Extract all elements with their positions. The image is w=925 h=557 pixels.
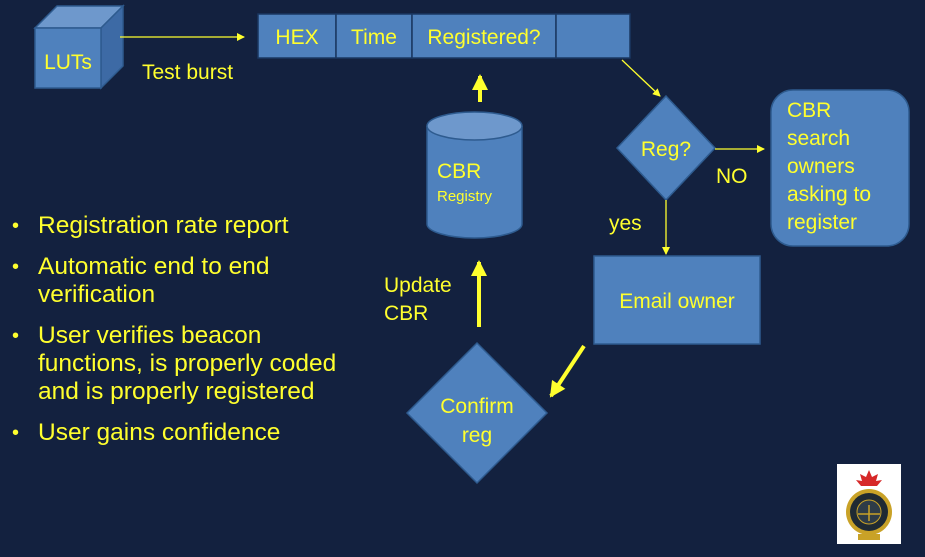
canadian-sar-crest-icon — [837, 464, 901, 544]
search-box-line-5: register — [787, 211, 857, 234]
record-field-empty — [555, 13, 631, 59]
search-box-line-1: CBR — [787, 99, 831, 122]
test-burst-label: Test burst — [142, 61, 233, 84]
list-item: • User verifies beacon functions, is prop… — [12, 322, 342, 406]
decision-label: Reg? — [641, 138, 691, 161]
update-line-2: CBR — [384, 302, 428, 325]
confirm-reg-diamond: Confirm reg — [405, 341, 549, 485]
registry-title: CBR — [437, 160, 481, 183]
bullet-text: User gains confidence — [38, 419, 281, 446]
confirm-line-1: Confirm — [440, 395, 514, 418]
bullet-text: Automatic end to end verification — [38, 253, 270, 308]
reg-decision-diamond: Reg? — [615, 94, 717, 202]
bullet-dot: • — [12, 215, 20, 237]
confirm-line-2: reg — [462, 424, 492, 447]
list-item: • Registration rate report — [12, 212, 342, 240]
search-box-line-2: search — [787, 127, 850, 150]
email-owner-box: Email owner — [593, 255, 761, 345]
list-item: • User gains confidence — [12, 419, 342, 447]
no-label: NO — [716, 165, 748, 188]
registry-subtitle: Registry — [437, 188, 493, 205]
cbr-registry-cylinder: CBR Registry — [426, 111, 523, 239]
yes-label: yes — [609, 212, 642, 235]
update-line-1: Update — [384, 274, 452, 297]
bullet-dot: • — [12, 422, 20, 444]
record-hex-label: HEX — [275, 26, 318, 49]
list-item: • Automatic end to end verification — [12, 253, 342, 309]
bullet-dot: • — [12, 325, 20, 347]
luts-label: LUTs — [44, 51, 92, 74]
email-to-confirm-arrow — [549, 344, 586, 398]
record-registered-label: Registered? — [427, 26, 540, 49]
bullet-dot: • — [12, 256, 20, 278]
record-to-decision-arrow — [621, 59, 661, 97]
luts-cube: LUTs — [33, 4, 125, 90]
bullet-text: User verifies beacon functions, is prope… — [38, 322, 337, 405]
record-bar: HEX Time Registered? — [257, 13, 631, 59]
bullet-list: • Registration rate report • Automatic end… — [12, 212, 342, 460]
record-field-registered — [411, 13, 557, 59]
search-box-line-4: asking to — [787, 183, 871, 206]
email-label: Email owner — [619, 290, 735, 313]
record-time-label: Time — [351, 26, 397, 49]
bullet-text: Registration rate report — [38, 212, 289, 239]
search-box-line-3: owners — [787, 155, 855, 178]
cbr-search-box: CBR search owners asking to register — [770, 89, 910, 247]
